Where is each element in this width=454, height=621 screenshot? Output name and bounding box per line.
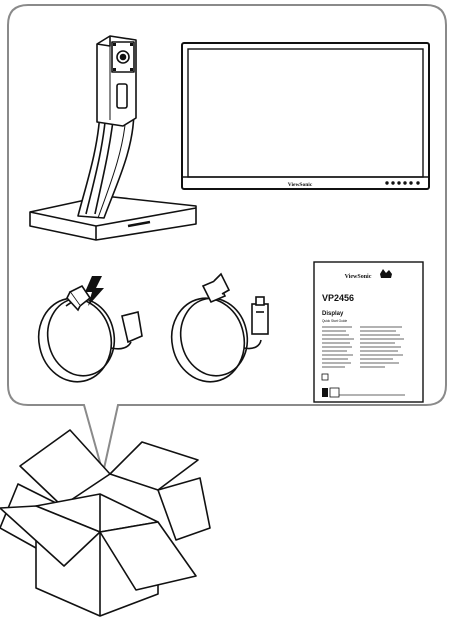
monitor: ViewSonic — [181, 42, 430, 190]
monitor-stand — [29, 35, 197, 241]
monitor-logo: ViewSonic — [288, 182, 313, 188]
energy-star-icon — [321, 373, 329, 381]
hdmi-cable — [170, 272, 269, 383]
lightning-bolt-icon — [85, 276, 104, 306]
qsg-brand: ViewSonic — [345, 274, 372, 280]
qsg-subtitle: Quick Start Guide — [322, 319, 347, 323]
bird-logo-icon — [380, 269, 392, 278]
recycle-icon — [322, 388, 328, 397]
qsg-product: Display — [322, 311, 344, 317]
power-cord — [37, 284, 143, 383]
qsg-multilingual-text — [322, 326, 405, 396]
quick-start-guide: ViewSonic VP2456 Display Quick Start Gui… — [313, 261, 424, 403]
qr-code-icon — [329, 387, 340, 398]
shipping-box — [0, 429, 211, 617]
qsg-model: VP2456 — [322, 293, 354, 303]
monitor-buttons — [385, 181, 420, 185]
